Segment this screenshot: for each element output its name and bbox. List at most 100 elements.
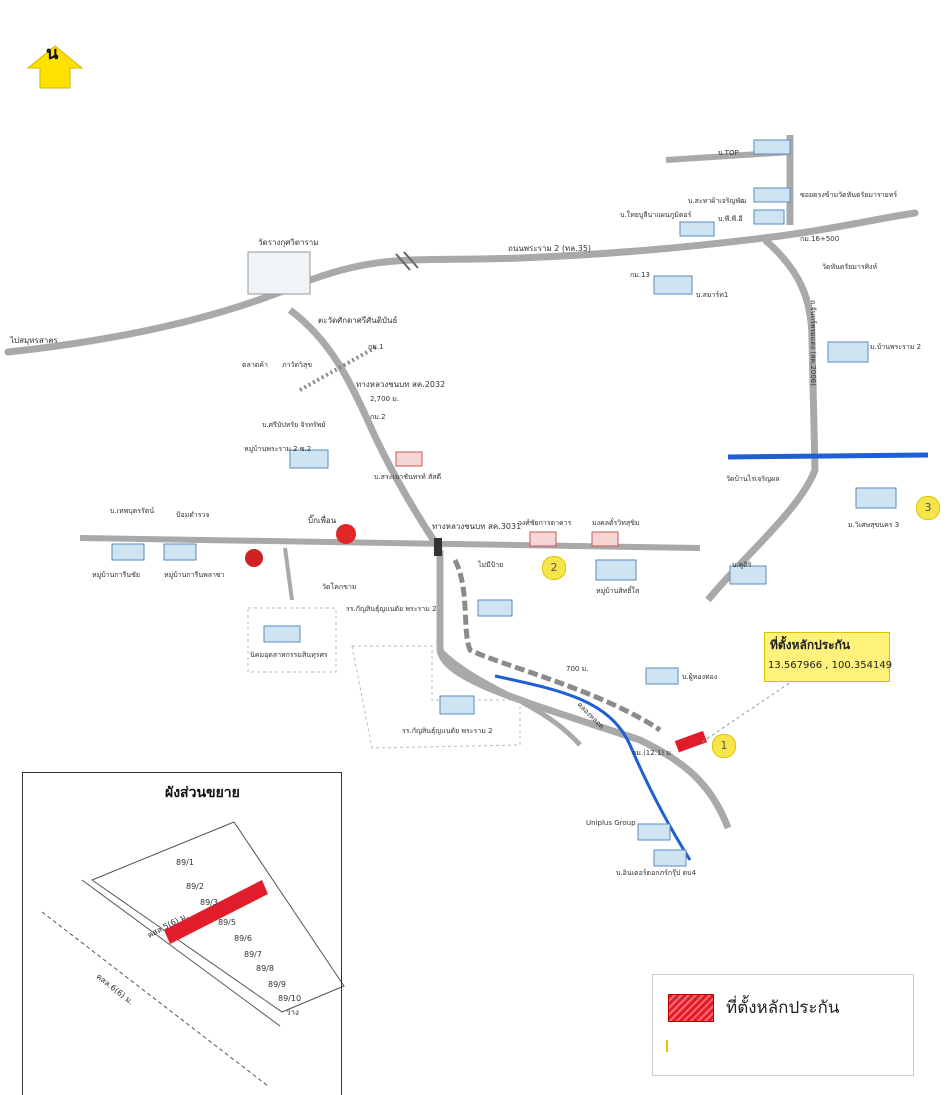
plot-label-8: 89/8 — [256, 964, 274, 973]
plot-label-vacant: ว่าง — [286, 1008, 299, 1017]
label-uniplus: Uniplus Group — [586, 819, 636, 827]
plot-label-6: 89/6 — [234, 934, 252, 943]
inset-plots-outline — [90, 821, 345, 1013]
label-to-samut-sakhon: ไปสมุทรสาคร — [10, 336, 58, 345]
label-km12: กม.(12.1) ม. — [632, 749, 674, 757]
label-ktk: บ.คูศิริ — [732, 561, 752, 569]
label-top: บ.TOP — [718, 149, 739, 157]
label-pumping: ป้อมตำรวจ — [176, 511, 210, 519]
building-uniplus — [637, 823, 671, 841]
label-highway-3031: ทางหลวงชนบท สค.3031 — [432, 522, 522, 531]
label-village-a: หมู่บ้านการีนชัย — [92, 571, 140, 579]
building-village-3 — [855, 487, 897, 509]
label-rama2-village: ม.บ้านพระราม 2 — [870, 343, 922, 351]
label-sahakit: บ.สะทาผ้าเจริญพัฒ — [688, 197, 747, 205]
marker-3: 3 — [916, 496, 940, 520]
inset-highlight-plot — [164, 880, 268, 944]
label-rama2-road: ถนนพระราม 2 (ทล.35) — [508, 244, 592, 253]
building-hall-road — [529, 531, 557, 547]
building-km13 — [653, 275, 693, 295]
location-title: ที่ตั้งหลักประกัน — [770, 638, 851, 652]
inset-title: ผังส่วนขยาย — [165, 785, 240, 801]
label-wat-kla: วัดโคกขาม — [322, 583, 357, 591]
label-big-c: บิ๊กเพื่อน — [308, 516, 337, 525]
building-cement-b — [645, 667, 679, 685]
shell-icon — [245, 549, 263, 567]
road-lower-branch — [438, 648, 582, 747]
industry-outline — [247, 607, 337, 673]
road-right-south — [705, 237, 819, 603]
label-highway-2032: ทางหลวงชนบท สค.2032 — [356, 380, 446, 389]
road-industry — [283, 547, 294, 601]
label-pps: บ.พี.พี.อี — [718, 215, 743, 223]
building-wat-top — [247, 251, 311, 295]
plot-label-9: 89/9 — [268, 980, 286, 989]
north-label: น — [46, 43, 59, 64]
big-c-icon — [336, 524, 356, 544]
label-km1: กม.1 — [368, 343, 384, 351]
plot-label-3: 89/3 — [200, 898, 218, 907]
label-village-b: หมู่บ้านการีนพลาซา — [164, 571, 225, 579]
collateral-site — [674, 730, 708, 753]
building-school1 — [477, 599, 513, 617]
building-school2 — [439, 695, 475, 715]
label-village-3: ม.วิเศษสุขนคร 3 — [848, 521, 900, 529]
label-chuntanon: บ.ใทยบูลีนาแผนภูมิตอร์ — [620, 211, 692, 219]
inset-road-line-2 — [81, 879, 281, 1027]
legend-label: ที่ตั้งหลักประกัน — [726, 998, 840, 1018]
building-wat-ko — [591, 531, 619, 547]
canal-south — [494, 674, 692, 861]
building-ktk — [729, 565, 767, 585]
label-hall-road: วงศ์ชัยการดาคาร — [518, 519, 572, 527]
label-cement-b: บ.ผู้ทองทอง — [682, 673, 718, 681]
plot-label-10: 89/10 — [278, 994, 302, 1003]
building-bottom-factory — [653, 849, 687, 867]
label-bkk-shop: บ.สระเบาชันทรท์ สัสดี — [374, 473, 442, 481]
north-arrow-icon — [26, 45, 84, 89]
label-wat-center: วัดบ้านไร่เจริญผล — [726, 475, 780, 483]
legend-box — [652, 974, 914, 1076]
label-wat-top: วัดรางกุศวิตาราม — [258, 238, 319, 247]
label-km16: กม.16+500 — [800, 235, 840, 243]
label-right-highway: ถ.จันทร์พรมแดง (สค.2006) — [809, 300, 817, 386]
building-village-rama2-2 — [289, 449, 329, 469]
label-km2: กม.2 — [370, 413, 386, 421]
label-tantip: บ.ศรีบัปทรัย จิรทรัพย์ — [262, 421, 326, 429]
building-sahakit — [753, 187, 791, 203]
label-wat-pp: ตะวัดศักดาศรีศันติบันธ์ — [318, 316, 398, 325]
road-rama2 — [4, 209, 919, 356]
label-dist-700: 700 ม. — [566, 665, 589, 673]
label-ws-canal: ซอยตรงข้ามวัดหันตรัยมารายทร์ — [800, 191, 898, 199]
legend-mark — [666, 1040, 668, 1052]
location-coordinates: 13.567966 , 100.354149 — [768, 660, 893, 671]
label-school2: รร.กัญสินธุ์ญแนดัย พระราม 2 — [402, 727, 493, 735]
plot-label-5: 89/5 — [218, 918, 236, 927]
plot-label-1: 89/1 — [176, 858, 194, 867]
label-traffic: ไม่มีป้าย — [478, 561, 504, 569]
building-pps — [753, 209, 785, 225]
building-village-a — [111, 543, 145, 561]
label-bottom-factory: บ.อินเตอร์ดอกภร์กรุ๊ป ดบ4 — [616, 869, 697, 877]
label-distance-2700: 2,700 ม. — [370, 395, 400, 403]
label-village-right: หมู่บ้านสิทธิ์ใส — [596, 587, 640, 595]
building-rama2-village — [827, 341, 869, 363]
label-sathu-rice: บ.เทพบุตรรัตน์ — [110, 507, 155, 515]
label-village-rama2-2: หมู่บ้านพระราม 2 ซ.2 — [244, 445, 312, 453]
building-village-b — [163, 543, 197, 561]
traffic-light-icon — [434, 538, 442, 556]
legend-swatch — [668, 994, 714, 1022]
school-outline — [351, 645, 521, 749]
location-callout — [764, 632, 890, 682]
plot-label-2: 89/2 — [186, 882, 204, 891]
label-bor-cement: บ.สมาร์ท1 — [696, 291, 729, 299]
pointer-line — [701, 675, 801, 743]
overpass-mark — [395, 251, 419, 271]
label-km13: กม.13 — [630, 271, 650, 279]
building-top — [753, 139, 791, 155]
building-chuntanon — [679, 221, 715, 237]
label-wat-ko: มงคลตั๋รวิทสุขิม — [592, 519, 640, 527]
label-school1: รร.กัญสินธุ์ญแนดัย พระราม 2 — [346, 605, 437, 613]
road-south-branch — [452, 558, 662, 733]
building-industry — [263, 625, 301, 643]
